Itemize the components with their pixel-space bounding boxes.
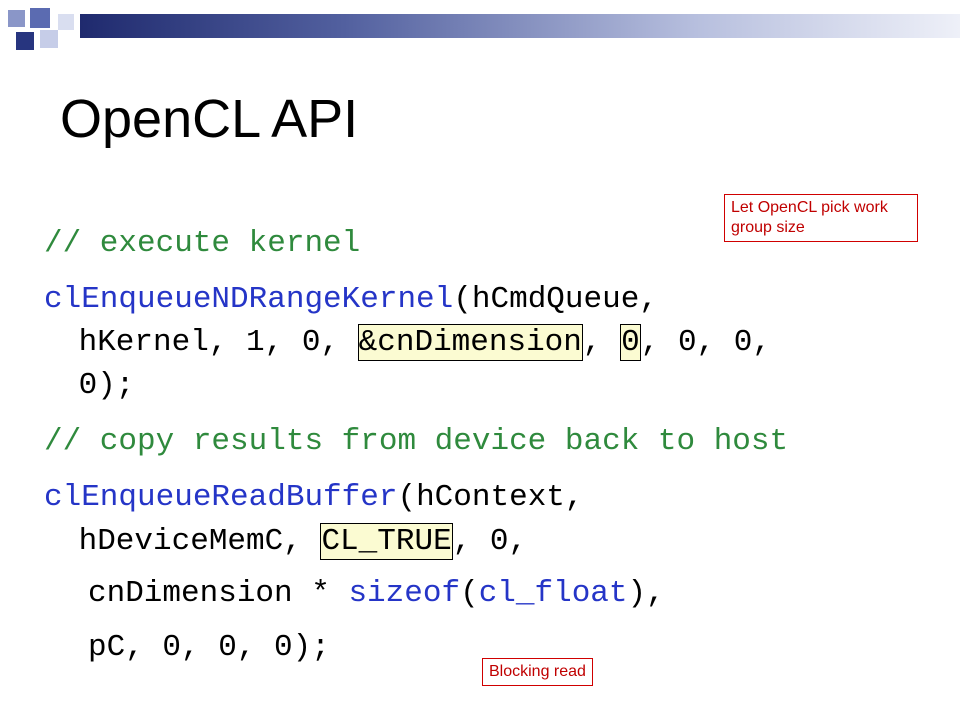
- annotation-blocking-read: Blocking read: [482, 658, 593, 686]
- decor-square: [8, 10, 25, 27]
- code-comment-execute: // execute kernel: [44, 226, 361, 261]
- highlighted-arg: CL_TRUE: [320, 523, 453, 560]
- code-text: (: [460, 576, 479, 611]
- code-comment-copy: // copy results from device back to host: [44, 424, 789, 459]
- decor-square: [58, 14, 74, 30]
- decor-square: [30, 8, 50, 28]
- code-line-read-end: pC, 0, 0, 0);: [88, 630, 330, 665]
- function-name: sizeof: [348, 576, 461, 611]
- code-text: , 0,: [452, 524, 528, 559]
- code-text: ),: [627, 576, 665, 611]
- code-line-kernel-end: 0);: [60, 368, 135, 403]
- code-line-read-buffer: clEnqueueReadBuffer(hContext,: [44, 478, 584, 518]
- highlighted-arg: 0: [620, 324, 641, 361]
- code-text: , 0, 0,: [640, 325, 771, 360]
- code-text: hDeviceMemC,: [60, 524, 321, 559]
- code-line-enqueue-kernel: clEnqueueNDRangeKernel(hCmdQueue,: [44, 280, 658, 320]
- decor-square: [16, 32, 34, 50]
- decor-square: [40, 30, 58, 48]
- annotation-work-group: Let OpenCL pick work group size: [724, 194, 918, 242]
- code-text: hKernel, 1, 0,: [60, 325, 358, 360]
- code-text: cnDimension *: [88, 576, 349, 611]
- highlighted-arg: &cnDimension: [357, 324, 583, 361]
- function-name: clEnqueueReadBuffer: [44, 480, 398, 515]
- type-name: cl_float: [478, 576, 628, 611]
- header-bar: [80, 14, 960, 38]
- code-line-read-args: hDeviceMemC, CL_TRUE, 0,: [60, 522, 527, 562]
- code-line-size: cnDimension * sizeof(cl_float),: [88, 574, 665, 614]
- function-name: clEnqueueNDRangeKernel: [44, 282, 454, 317]
- slide-title: OpenCL API: [60, 89, 359, 149]
- code-text: ,: [582, 325, 621, 360]
- code-text: (hContext,: [397, 480, 584, 515]
- code-text: (hCmdQueue,: [453, 282, 658, 317]
- code-line-kernel-args: hKernel, 1, 0, &cnDimension, 0, 0, 0,: [60, 323, 771, 363]
